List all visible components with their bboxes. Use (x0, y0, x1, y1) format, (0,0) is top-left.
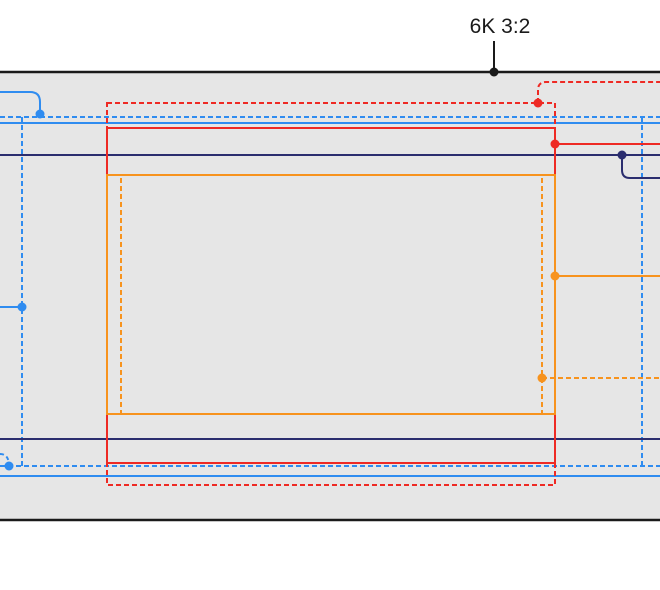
blue-callout-top-left-dot (35, 109, 45, 119)
sensor-area (0, 70, 660, 522)
blue-callout-mid-left-dot (17, 302, 27, 312)
red-callout-dot (550, 139, 560, 149)
navy-callout-dot (617, 150, 627, 160)
blue-callout-bottom-left-dot (4, 461, 14, 471)
orange-callout-dot (550, 271, 560, 281)
orange-dashed-frame (120, 174, 543, 415)
orange-dashed-callout-dot (537, 373, 547, 383)
sensor-label: 6K 3:2 (470, 15, 531, 38)
blue-callout-top-left (0, 91, 41, 114)
red-dashed-callout (537, 81, 660, 103)
sensor-label-dot (489, 67, 499, 77)
red-dashed-callout-dot (533, 98, 543, 108)
navy-callout (621, 155, 660, 179)
